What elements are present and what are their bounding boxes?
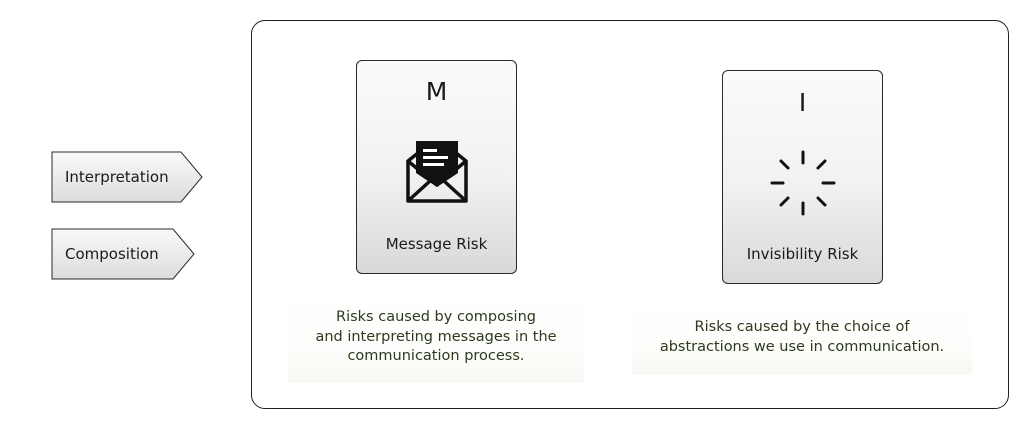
loading-spinner-icon: [769, 149, 837, 221]
composition-label: Composition: [65, 245, 159, 263]
description-line: abstractions we use in communication.: [659, 338, 945, 355]
description-line: Risks caused by the choice of: [694, 319, 910, 335]
message-risk-card: M Message Risk: [356, 60, 517, 274]
invisibility-risk-description: Risks caused by the choice of abstractio…: [632, 304, 972, 374]
interpretation-label: Interpretation: [65, 168, 169, 186]
card-title: Message Risk: [385, 235, 488, 253]
tag-arrow-shape: [51, 151, 203, 203]
risk-group-frame: [251, 20, 1009, 409]
envelope-letter-icon: [405, 139, 469, 209]
description-line: Risks caused by composing: [336, 309, 536, 325]
description-line: and interpreting messages in the: [315, 328, 557, 345]
interpretation-tag: Interpretation: [51, 151, 203, 203]
message-risk-description: Risks caused by composing and interpreti…: [288, 298, 584, 382]
description-line: communication process.: [347, 348, 525, 364]
tag-arrow-shape: [51, 228, 195, 280]
card-letter: M: [425, 77, 448, 106]
card-title: Invisibility Risk: [746, 245, 859, 263]
card-letter: I: [798, 88, 807, 117]
composition-tag: Composition: [51, 228, 195, 280]
invisibility-risk-card: I Invisibility Risk: [722, 70, 883, 284]
